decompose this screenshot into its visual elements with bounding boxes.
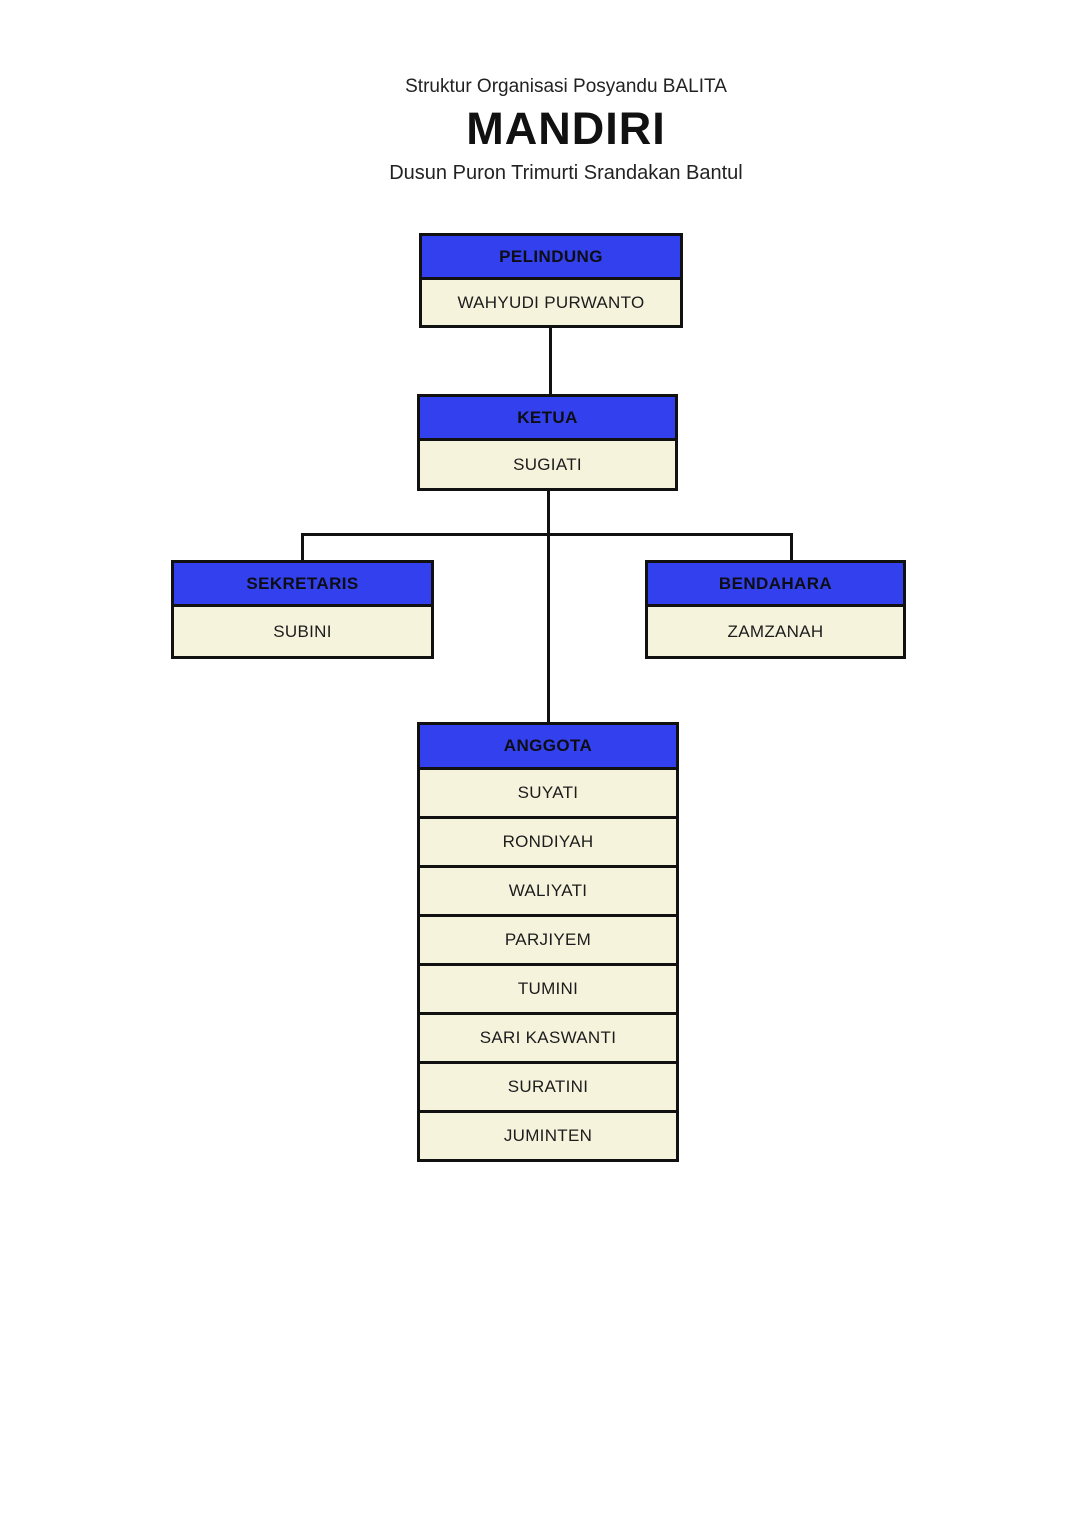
node-bendahara: BENDAHARA ZAMZANAH	[645, 560, 906, 659]
node-pelindung-name: WAHYUDI PURWANTO	[422, 277, 680, 325]
anggota-member: PARJIYEM	[420, 914, 676, 963]
node-sekretaris: SEKRETARIS SUBINI	[171, 560, 434, 659]
connector-drop-bendahara	[790, 533, 793, 560]
anggota-member: SARI KASWANTI	[420, 1012, 676, 1061]
connector-pelindung-ketua	[549, 328, 552, 394]
node-ketua: KETUA SUGIATI	[417, 394, 678, 491]
chart-supertitle: Struktur Organisasi Posyandu BALITA	[405, 76, 727, 97]
node-anggota-title: ANGGOTA	[420, 725, 676, 767]
node-bendahara-name: ZAMZANAH	[648, 604, 903, 656]
anggota-member: TUMINI	[420, 963, 676, 1012]
chart-subtitle: Dusun Puron Trimurti Srandakan Bantul	[389, 162, 743, 184]
anggota-member: RONDIYAH	[420, 816, 676, 865]
node-ketua-title: KETUA	[420, 397, 675, 438]
anggota-member: JUMINTEN	[420, 1110, 676, 1159]
chart-title: MANDIRI	[466, 103, 666, 154]
node-pelindung: PELINDUNG WAHYUDI PURWANTO	[419, 233, 683, 328]
node-bendahara-title: BENDAHARA	[648, 563, 903, 604]
connector-drop-sekretaris	[301, 533, 304, 560]
anggota-member: SURATINI	[420, 1061, 676, 1110]
node-anggota: ANGGOTA SUYATI RONDIYAH WALIYATI PARJIYE…	[417, 722, 679, 1162]
node-pelindung-title: PELINDUNG	[422, 236, 680, 277]
node-ketua-name: SUGIATI	[420, 438, 675, 488]
node-sekretaris-name: SUBINI	[174, 604, 431, 656]
title-block: Struktur Organisasi Posyandu BALITA MAND…	[166, 74, 966, 186]
node-sekretaris-title: SEKRETARIS	[174, 563, 431, 604]
connector-horizontal-branch	[301, 533, 793, 536]
anggota-member: SUYATI	[420, 767, 676, 816]
anggota-member: WALIYATI	[420, 865, 676, 914]
connector-ketua-anggota	[547, 491, 550, 722]
